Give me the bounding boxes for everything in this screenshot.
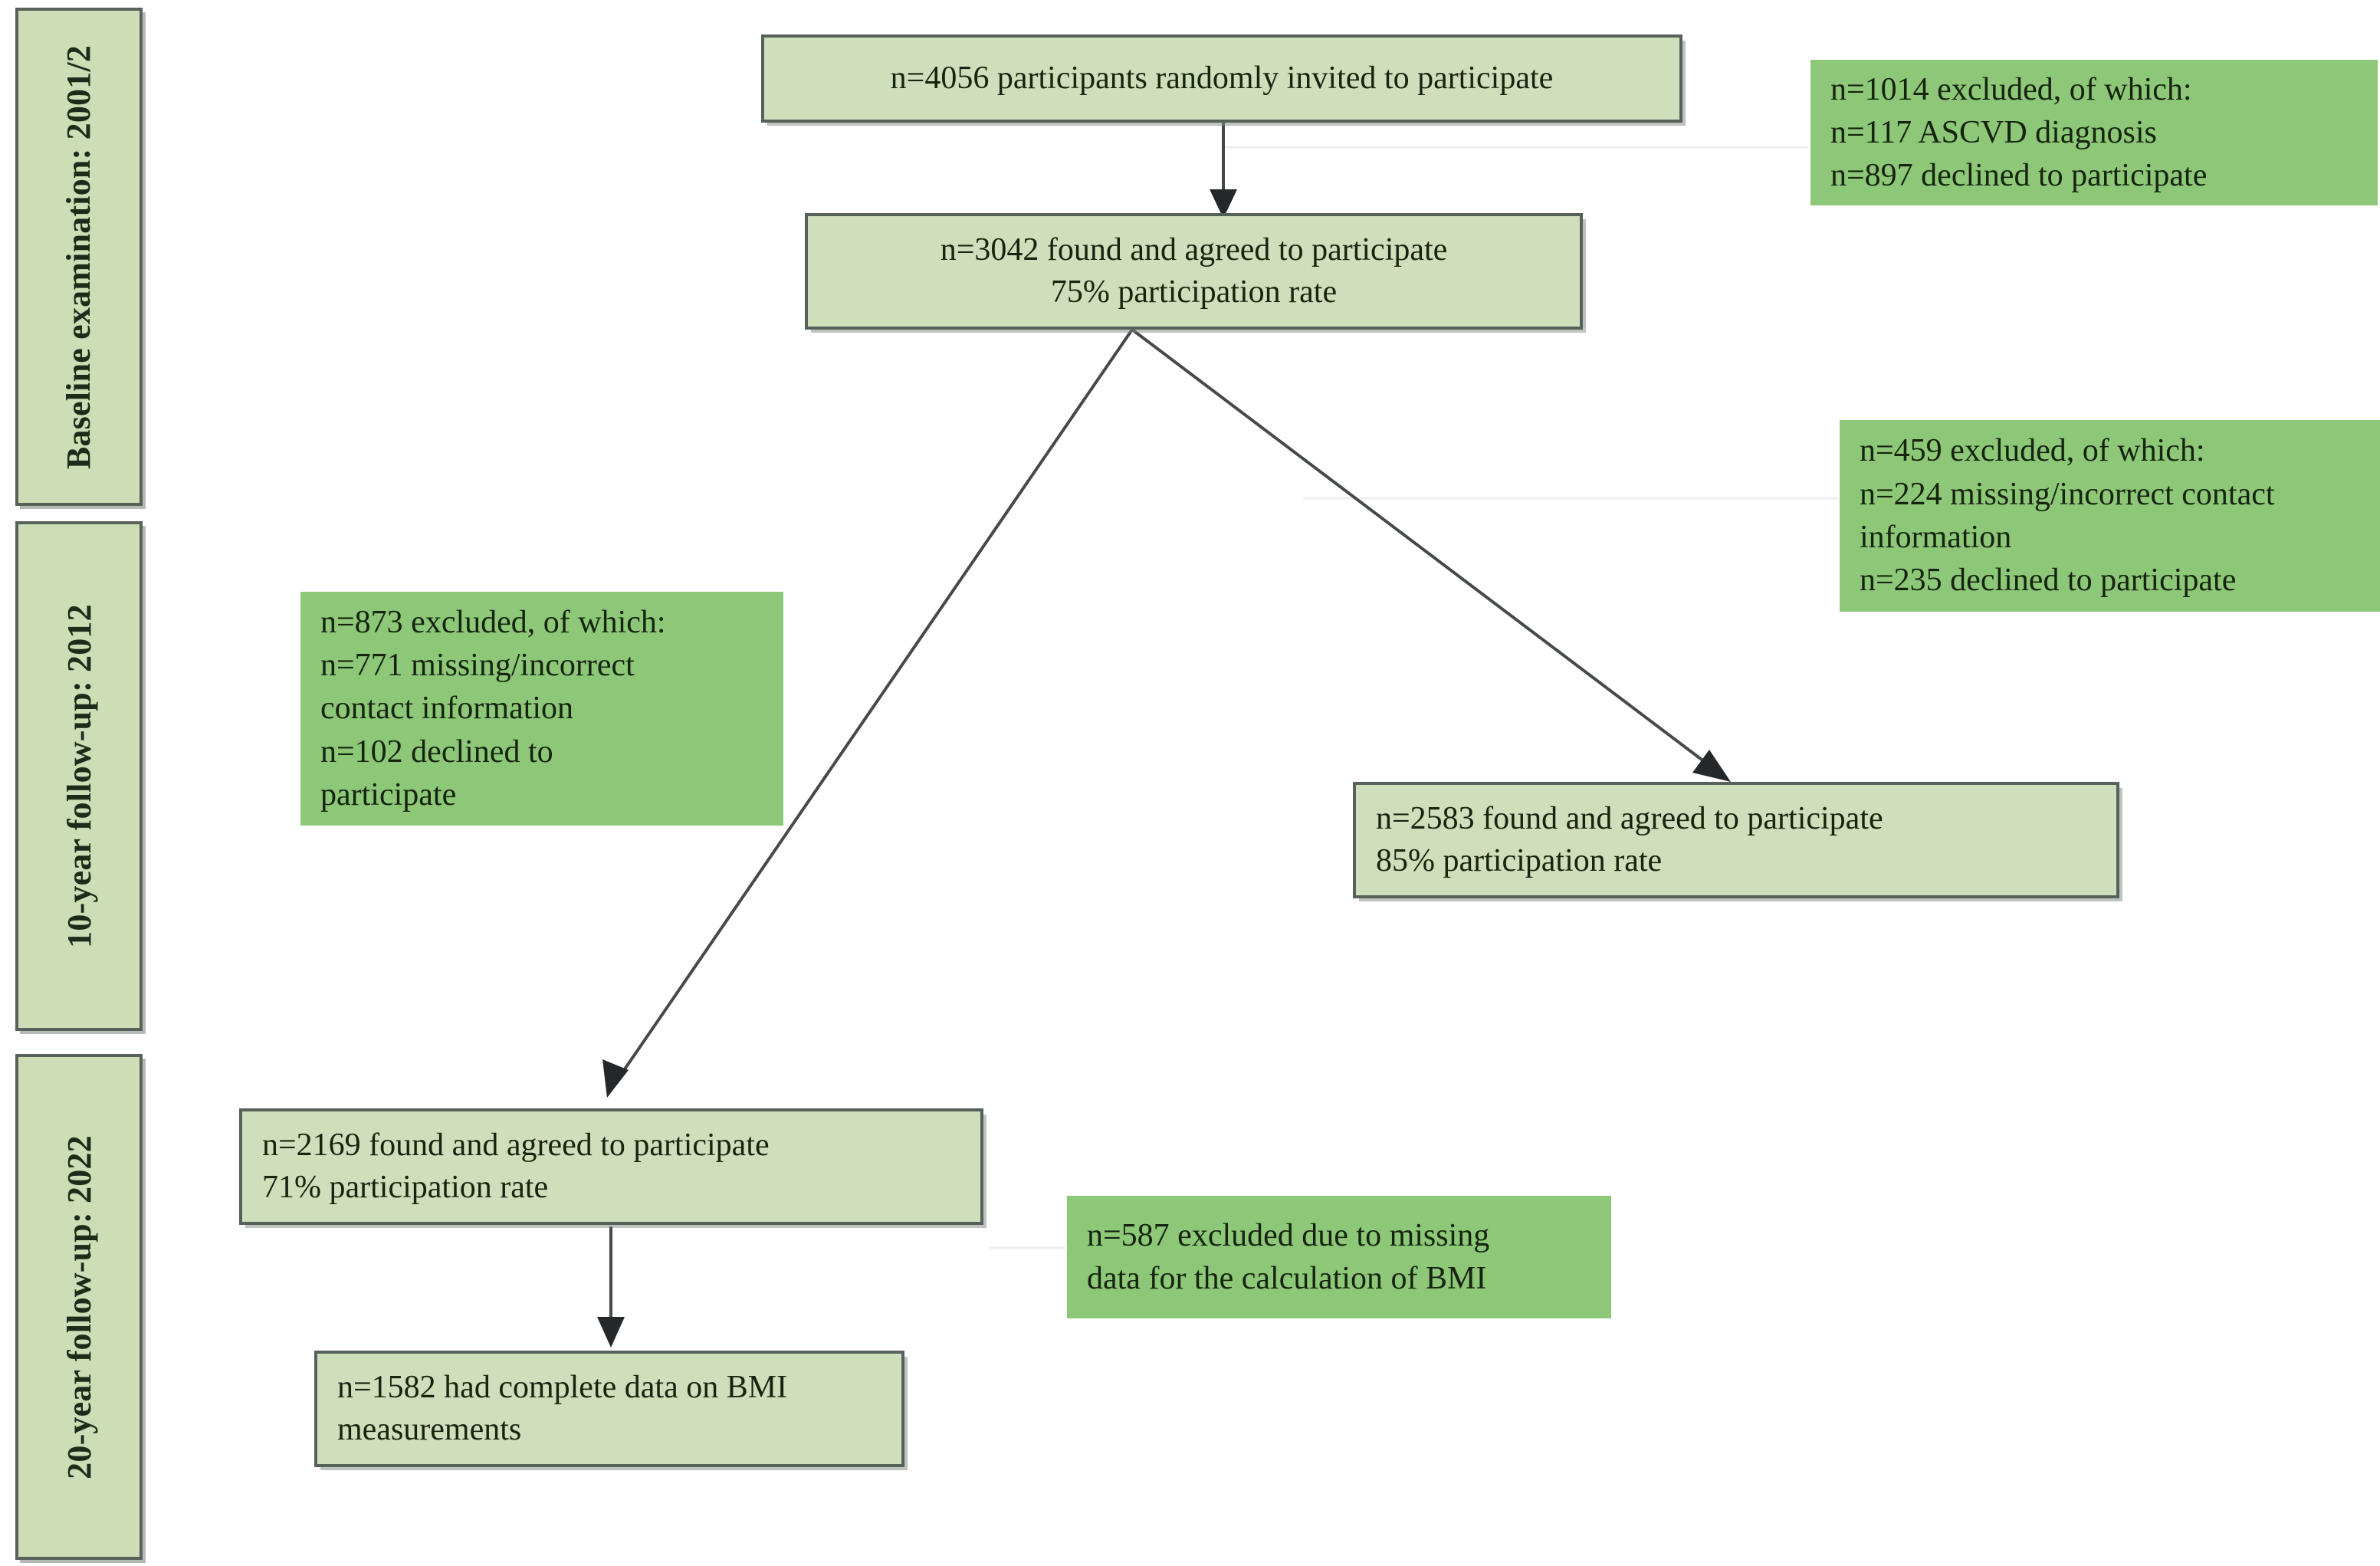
exclusion-followup10-line-3: information <box>1860 520 2012 555</box>
phase-box-followup-20: 20-year follow-up: 2022 <box>15 1054 143 1560</box>
phase-box-baseline: Baseline examination: 2001/2 <box>15 8 143 506</box>
node-invited: n=4056 participants randomly invited to … <box>761 34 1682 123</box>
arrowhead-baseline-to-followup20 <box>602 1059 629 1098</box>
node-baseline-participants: n=3042 found and agreed to participate 7… <box>805 213 1583 330</box>
node-baseline-line-1: n=3042 found and agreed to participate <box>940 232 1448 268</box>
phase-label-baseline: Baseline examination: 2001/2 <box>60 44 98 469</box>
exclusion-followup20-line-3: contact information <box>320 691 574 727</box>
exclusion-followup10-line-2: n=224 missing/incorrect contact <box>1860 476 2275 512</box>
exclusion-baseline-line-1: n=1014 excluded, of which: <box>1830 71 2192 107</box>
node-followup10-participants: n=2583 found and agreed to participate 8… <box>1353 782 2119 898</box>
arrow-baseline-to-followup10 <box>1131 328 1712 768</box>
exclusion-followup10-line-4: n=235 declined to participate <box>1860 563 2237 599</box>
node-followup20-participants: n=2169 found and agreed to participate 7… <box>239 1108 983 1225</box>
phase-label-followup-20: 20-year follow-up: 2022 <box>60 1134 98 1479</box>
node-bmi-line-1: n=1582 had complete data on BMI <box>337 1370 788 1406</box>
node-complete-bmi: n=1582 had complete data on BMI measurem… <box>314 1351 904 1467</box>
arrowhead-baseline-to-followup10 <box>1692 750 1731 782</box>
node-invited-line-1: n=4056 participants randomly invited to … <box>890 61 1554 97</box>
phase-label-followup-10: 10-year follow-up: 2012 <box>60 604 98 948</box>
node-followup20-line-1: n=2169 found and agreed to participate <box>262 1128 770 1164</box>
exclusion-followup10: n=459 excluded, of which: n=224 missing/… <box>1840 420 2380 612</box>
exclusion-baseline-line-3: n=897 declined to participate <box>1830 158 2208 194</box>
node-followup20-line-2: 71% participation rate <box>262 1170 549 1205</box>
exclusion-bmi-line-1: n=587 excluded due to missing <box>1087 1217 1490 1253</box>
node-baseline-line-2: 75% participation rate <box>1050 274 1338 310</box>
exclusion-bmi: n=587 excluded due to missing data for t… <box>1067 1196 1611 1318</box>
node-bmi-line-2: measurements <box>337 1412 522 1447</box>
exclusion-followup20: n=873 excluded, of which: n=771 missing/… <box>300 592 783 826</box>
exclusion-followup10-line-1: n=459 excluded, of which: <box>1860 433 2205 469</box>
exclusion-followup20-line-2: n=771 missing/incorrect <box>320 648 635 684</box>
node-followup10-line-2: 85% participation rate <box>1376 843 1663 878</box>
exclusion-baseline-line-2: n=117 ASCVD diagnosis <box>1830 114 2157 150</box>
exclusion-baseline: n=1014 excluded, of which: n=117 ASCVD d… <box>1810 60 2378 205</box>
exclusion-followup20-line-1: n=873 excluded, of which: <box>320 604 666 640</box>
exclusion-bmi-line-2: data for the calculation of BMI <box>1087 1261 1487 1296</box>
exclusion-followup20-line-5: participate <box>320 776 457 813</box>
node-followup10-line-1: n=2583 found and agreed to participate <box>1376 801 1883 837</box>
arrowhead-followup20-to-bmi <box>597 1317 625 1348</box>
phase-box-followup-10: 10-year follow-up: 2012 <box>15 521 143 1031</box>
exclusion-followup20-line-4: n=102 declined to <box>320 734 553 770</box>
